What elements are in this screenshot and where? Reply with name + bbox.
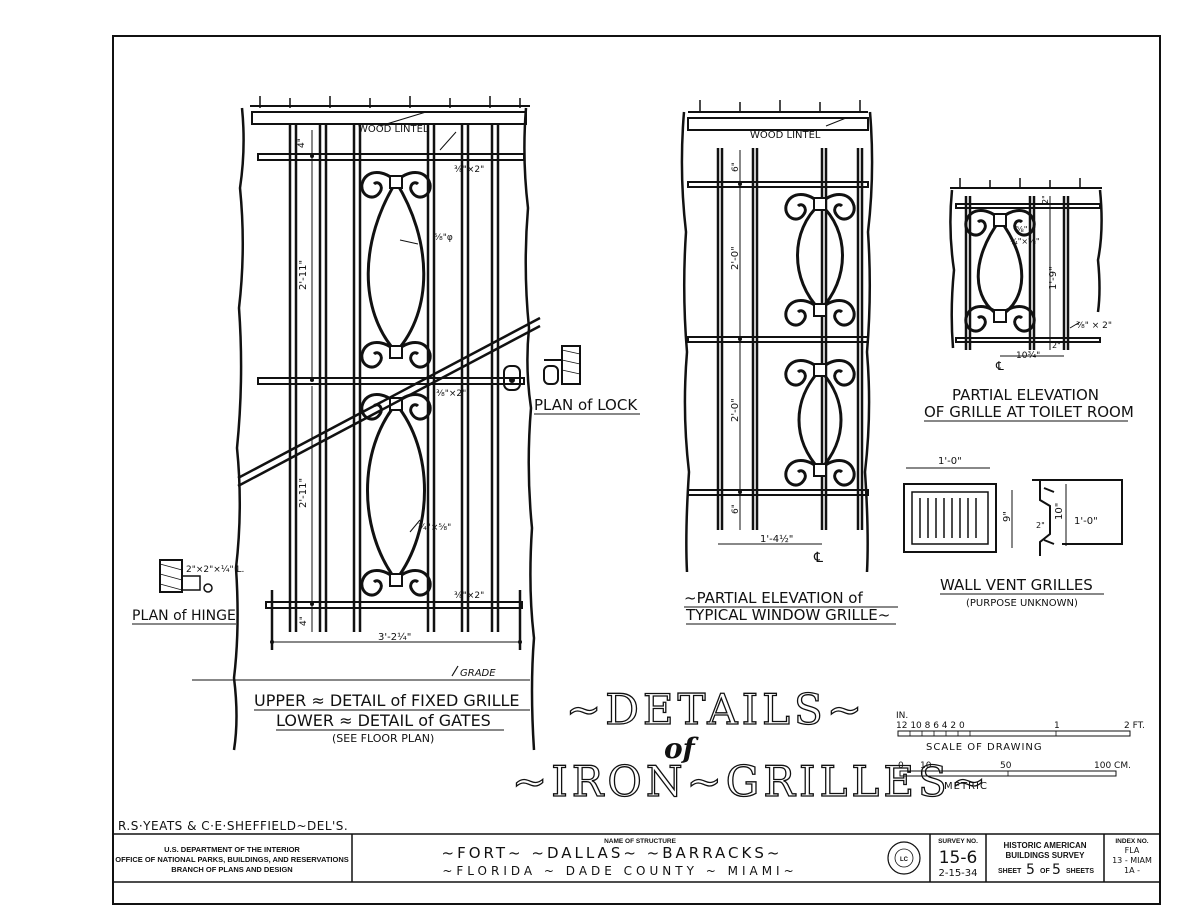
imperial-one: 1 [1054, 721, 1060, 731]
index-line2: 13 - MIAM [1112, 856, 1152, 865]
svg-text:LC: LC [900, 857, 909, 863]
imperial-unit: IN. [896, 711, 908, 721]
library-of-congress-seal [887, 841, 921, 875]
toilet-grille-bar-callout: ⅜" × 2" [1076, 321, 1112, 331]
window-grille-caption-line2: TYPICAL WINDOW GRILLE~ [685, 606, 890, 624]
title-line2: ~IRON~GRILLES~ [512, 757, 990, 806]
window-grille-lower-dim: 2'-0" [730, 398, 741, 422]
dept-line1: U.S. DEPARTMENT OF THE INTERIOR [164, 845, 300, 854]
sheet-border [112, 35, 1161, 905]
window-grille-bottom-dim: 6" [731, 504, 741, 514]
fixed-grille-flat-bottom-callout: ⅜"×2" [454, 591, 484, 601]
imperial-ticks: 12 10 8 6 4 2 0 [896, 721, 965, 731]
plan-of-hinge: 2"×2"×¼" L. PLAN of HINGE [132, 559, 244, 625]
toilet-grille-dim-a: ⅝" [1016, 225, 1027, 234]
index-line1: FLA [1125, 846, 1140, 855]
plan-of-lock: PLAN of LOCK [534, 345, 640, 415]
fixed-grille-lintel-label: WOOD LINTEL [358, 124, 429, 135]
plan-of-lock-label: PLAN of LOCK [534, 396, 638, 414]
window-grille-caption-line1: ~PARTIAL ELEVATION of [684, 589, 863, 607]
wall-vent-lip-dim: 2" [1036, 521, 1045, 530]
title-block: U.S. DEPARTMENT OF THE INTERIOR OFFICE O… [112, 833, 1161, 883]
metric-label: METRIC [944, 781, 988, 792]
metric-tick-50: 50 [1000, 761, 1012, 771]
survey-caption: SURVEY NO. [938, 838, 978, 845]
metric-tick-0: 0 [898, 761, 904, 771]
metric-tick-10: 10 [920, 761, 932, 771]
habs-line2: BUILDINGS SURVEY [1006, 851, 1086, 860]
wall-vent-wall-dim: 10" [1054, 503, 1065, 520]
fixed-grille-mid-bar-callout: ⅜"×2" [436, 389, 466, 399]
fixed-grille-scroll-callout: ⅝"φ [434, 233, 453, 243]
metric-tick-100: 100 CM. [1094, 761, 1131, 771]
title-of: of [664, 732, 700, 765]
structure-line1: ~FORT~ ~DALLAS~ ~BARRACKS~ [442, 844, 783, 862]
fixed-grille-elevation: WOOD LINTEL 4" 2'-11" 2'-11" 4" 3'-2¼" ⅜… [192, 96, 541, 751]
scale-bars: IN. 12 10 8 6 4 2 0 1 2 FT. SCALE OF DRA… [896, 711, 1145, 792]
habs-line1: HISTORIC AMERICAN [1003, 841, 1086, 850]
toilet-grille-caption-line1: PARTIAL ELEVATION [952, 386, 1099, 404]
structure-line2: ~FLORIDA ~ DADE COUNTY ~ MIAMI~ [442, 864, 797, 878]
dept-line3: BRANCH OF PLANS AND DESIGN [171, 865, 292, 874]
plan-of-hinge-label: PLAN of HINGE [132, 608, 236, 624]
toilet-grille-centerline: ℄ [995, 359, 1004, 373]
window-grille-centerline: ℄ [813, 550, 823, 566]
window-grille-lintel-label: WOOD LINTEL [750, 130, 821, 141]
sheet-number: 5 [1026, 862, 1035, 878]
wall-vent-width-dim: 1'-0" [938, 456, 962, 467]
wall-vent-caption-line2: (PURPOSE UNKNOWN) [966, 598, 1078, 609]
wall-vent-side-dim: 1'-0" [1074, 516, 1098, 527]
grade-label: GRADE [460, 668, 496, 679]
window-grille-top-dim: 6" [731, 162, 741, 172]
sheet-of-word: OF [1040, 868, 1050, 875]
toilet-grille-top-dim: 2" [1041, 195, 1050, 204]
fixed-grille-top-bar-dim: 4" [297, 138, 307, 148]
plan-of-hinge-callout: 2"×2"×¼" L. [186, 565, 244, 575]
fixed-grille-caption-line1: UPPER ≈ DETAIL of FIXED GRILLE [254, 691, 520, 710]
survey-date: 2-15-34 [938, 868, 977, 879]
fixed-grille-caption-line3: (SEE FLOOR PLAN) [332, 732, 434, 745]
wall-vent-caption-line1: WALL VENT GRILLES [940, 576, 1093, 594]
window-grille-upper-dim: 2'-0" [730, 246, 741, 270]
toilet-grille-bottom-dim: 2" [1052, 341, 1061, 350]
title-line1: ~DETAILS~ [566, 685, 866, 734]
index-caption: INDEX NO. [1115, 838, 1148, 845]
sheet-total: 5 [1052, 862, 1061, 878]
wall-vent-grilles: 1'-0" 9" 10" 1'-0" 2" WALL VENT GRILLES … [903, 456, 1123, 609]
toilet-grille-width-dim: 10¾" [1016, 351, 1040, 361]
imperial-end: 2 FT. [1124, 721, 1145, 731]
toilet-grille-elevation: 2" ⅝" ¼"×⅝" 1'-9" 2" 10¾" ⅜" × 2" ℄ PART… [924, 178, 1134, 422]
drafters-credit: R.S·YEATS & C·E·SHEFFIELD~DEL'S. [118, 819, 348, 833]
index-line3: 1A - [1124, 866, 1140, 875]
structure-caption: NAME OF STRUCTURE [604, 838, 677, 845]
toilet-grille-height-dim: 1'-9" [1048, 266, 1059, 290]
fixed-grille-caption-line2: LOWER ≈ DETAIL of GATES [276, 711, 491, 730]
sheet-word: SHEET [998, 868, 1022, 875]
window-grille-width-dim: 1'-4½" [760, 533, 793, 545]
fixed-grille-upper-height-dim: 2'-11" [298, 260, 309, 290]
fixed-grille-scroll-lower-callout: ¼"×⅝" [418, 523, 451, 533]
survey-number: 15-6 [939, 848, 978, 868]
drawing-title: ~DETAILS~ of ~IRON~GRILLES~ [511, 684, 990, 806]
toilet-grille-caption-line2: OF GRILLE AT TOILET ROOM [924, 403, 1134, 421]
dept-line2: OFFICE OF NATIONAL PARKS, BUILDINGS, AND… [115, 855, 348, 864]
toilet-grille-dim-b: ¼"×⅝" [1010, 237, 1040, 246]
wall-vent-height-dim: 9" [1002, 511, 1013, 522]
window-grille-elevation: WOOD LINTEL 6" 2'-0" 2'-0" 6" 1'-4½" ℄ ~… [680, 100, 898, 625]
fixed-grille-flat-top-callout: ⅜"×2" [454, 165, 484, 175]
fixed-grille-lower-height-dim: 2'-11" [298, 478, 309, 508]
sheets-word: SHEETS [1066, 868, 1094, 875]
imperial-label: SCALE OF DRAWING [926, 742, 1043, 753]
fixed-grille-width-dim: 3'-2¼" [378, 631, 411, 643]
fixed-grille-bottom-bar-dim: 4" [299, 616, 309, 626]
